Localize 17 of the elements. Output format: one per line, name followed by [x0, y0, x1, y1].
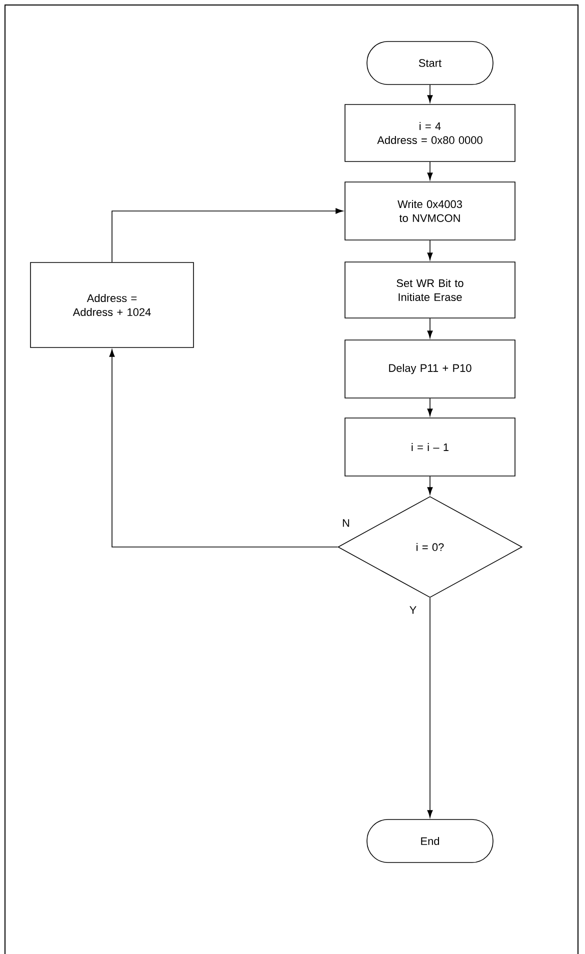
process-box: i = 4 Address = 0x80 0000: [344, 104, 516, 162]
arrow: [427, 398, 433, 416]
process-box: Set WR Bit to Initiate Erase: [344, 262, 516, 318]
process-box: Address = Address + 1024: [30, 262, 194, 348]
arrow: [427, 318, 433, 338]
arrow: [427, 84, 433, 103]
process-box: Write 0x4003 to NVMCON: [344, 182, 516, 240]
arrow: [427, 162, 433, 180]
process-box: Delay P11 + P10: [344, 340, 516, 398]
arrow: [109, 349, 338, 548]
arrow: [112, 208, 344, 262]
arrow: [427, 240, 433, 260]
process-box: i = i – 1: [344, 418, 516, 476]
edge-label: Y: [408, 605, 418, 615]
edge-label: N: [341, 518, 351, 528]
arrow: [427, 476, 433, 495]
arrow: [427, 598, 433, 818]
